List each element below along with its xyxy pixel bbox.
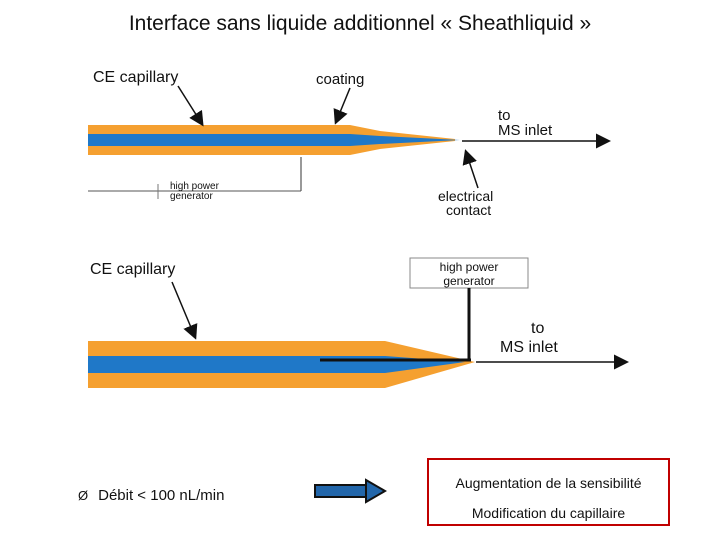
contact-label-line2: contact xyxy=(446,202,491,218)
top-capillary-core xyxy=(88,134,460,146)
bottom-outlet-label-line1: to xyxy=(531,320,544,337)
result-line-2: Modification du capillaire xyxy=(471,505,626,521)
top-outlet-label-line2: MS inlet xyxy=(498,122,553,139)
bottom-generator-label-line2: generator xyxy=(443,274,494,288)
contact-arrow xyxy=(462,149,479,189)
result-line-1: Augmentation de la sensibilité xyxy=(455,475,642,491)
top-capillary xyxy=(88,125,460,155)
results-box: Augmentation de la sensibilité Modificat… xyxy=(427,458,670,526)
bullet-item: Ø Débit < 100 nL/min xyxy=(78,487,224,504)
top-capillary-label-arrow xyxy=(177,85,204,127)
top-capillary-label: CE capillary xyxy=(93,69,178,86)
bottom-generator-box xyxy=(409,257,529,289)
coating-label: coating xyxy=(316,71,364,88)
top-outlet-label-line1: to xyxy=(498,107,511,124)
bullet-marker: Ø xyxy=(78,488,89,503)
top-generator-label-line1: high power xyxy=(170,181,220,192)
contact-label-line1: electrical xyxy=(438,188,493,204)
bottom-outlet-label-line2: MS inlet xyxy=(500,339,558,356)
bullet-text: Débit < 100 nL/min xyxy=(98,487,225,504)
page-title: Interface sans liquide additionnel « She… xyxy=(128,12,592,35)
bottom-capillary-label: CE capillary xyxy=(90,261,175,278)
top-generator-label-line2: generator xyxy=(170,191,213,202)
big-right-arrow xyxy=(314,478,387,504)
coating-arrow xyxy=(333,87,351,125)
bottom-generator-label-line1: high power xyxy=(440,260,499,274)
bottom-capillary-label-arrow xyxy=(171,281,198,340)
bottom-capillary xyxy=(88,341,475,388)
